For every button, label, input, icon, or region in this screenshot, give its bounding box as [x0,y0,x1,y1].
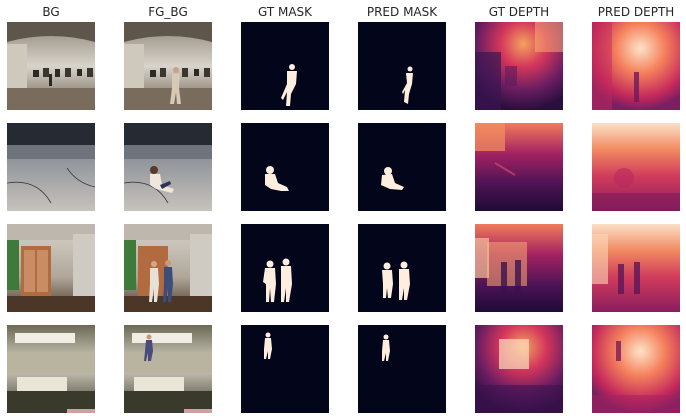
row3-gt-depth [475,224,563,312]
row4-fg-bg-image [124,325,212,413]
row4-pred-mask [358,325,446,413]
row1-gt-depth [475,22,563,110]
row4-gt-depth [475,325,563,413]
column-header-gt-depth: GT DEPTH [488,5,550,19]
row4-bg-image [7,325,95,413]
row2-gt-mask [241,123,329,211]
row2-pred-mask [358,123,446,211]
column-header-gt-mask: GT MASK [257,5,313,19]
column-header-pred-depth: PRED DEPTH [597,5,675,19]
row2-gt-depth [475,123,563,211]
row2-fg-bg-image [124,123,212,211]
row1-fg-bg-image [124,22,212,110]
column-header-bg: BG [42,5,60,19]
column-header-fg-bg: FG_BG [148,5,188,19]
row3-bg-image [7,224,95,312]
column-header-pred-mask: PRED MASK [366,5,438,19]
row1-gt-mask [241,22,329,110]
row3-pred-mask [358,224,446,312]
row3-gt-mask [241,224,329,312]
row2-pred-depth [592,123,680,211]
row3-fg-bg-image [124,224,212,312]
row1-pred-mask [358,22,446,110]
row4-pred-depth [592,325,680,413]
row1-pred-depth [592,22,680,110]
row4-gt-mask [241,325,329,413]
row1-bg-image [7,22,95,110]
row3-pred-depth [592,224,680,312]
row2-bg-image [7,123,95,211]
